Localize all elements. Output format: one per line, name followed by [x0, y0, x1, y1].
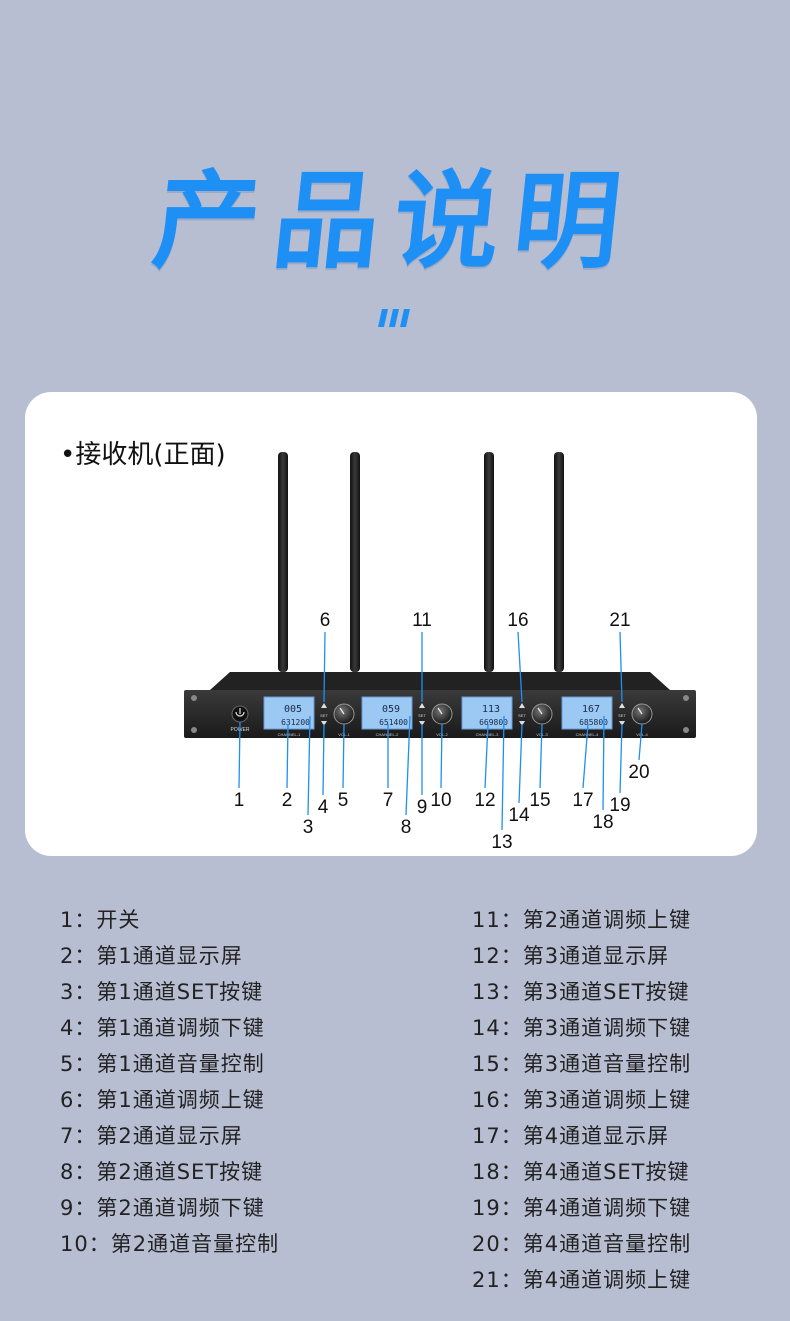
product-card [25, 392, 757, 856]
legend-item: 1：开关 [60, 908, 141, 932]
receiver-front-illustration: POWER 005631200CHANNEL-1SETVOL-105965140… [184, 452, 696, 831]
callout-number: 2 [281, 790, 293, 811]
legend-item: 19：第4通道调频下键 [472, 1196, 692, 1220]
callout-number: 11 [412, 610, 432, 631]
lcd-frequency-readout: 651400 [379, 718, 408, 727]
lcd-channel-readout: 005 [284, 704, 302, 715]
callout-number: 9 [416, 797, 428, 818]
antenna-icon [278, 452, 564, 672]
callout-number: 6 [319, 610, 331, 631]
slash-decoration-icon [378, 309, 410, 327]
legend-item: 17：第4通道显示屏 [472, 1124, 670, 1148]
set-button-label[interactable]: SET [518, 713, 526, 718]
volume-label: VOL-4 [636, 732, 648, 737]
set-button-label[interactable]: SET [320, 713, 328, 718]
callout-number: 19 [609, 795, 631, 816]
callout-number: 4 [317, 797, 329, 818]
legend-item: 14：第3通道调频下键 [472, 1016, 692, 1040]
page-title: 产品说明 [147, 160, 641, 283]
legend-item: 11：第2通道调频上键 [472, 908, 692, 932]
callout-number: 17 [572, 790, 594, 811]
callout-number: 14 [508, 805, 530, 826]
legend-item: 18：第4通道SET按键 [472, 1160, 690, 1184]
channel-label: CHANNEL-1 [278, 732, 301, 737]
tune-down-icon[interactable] [619, 721, 625, 726]
callout-number: 13 [491, 832, 513, 853]
callout-number: 20 [628, 762, 650, 783]
legend-left: 1：开关 2：第1通道显示屏 3：第1通道SET按键 4：第1通道调频下键 5：第1通道… [60, 902, 279, 1262]
volume-label: VOL-3 [536, 732, 548, 737]
callout-number: 10 [430, 790, 452, 811]
callout-number: 5 [337, 790, 349, 811]
legend-item: 2：第1通道显示屏 [60, 944, 243, 968]
tune-down-icon[interactable] [321, 721, 327, 726]
tune-up-icon[interactable] [519, 703, 525, 708]
callout-number: 15 [529, 790, 551, 811]
legend-item: 3：第1通道SET按键 [60, 980, 264, 1004]
tune-up-icon[interactable] [419, 703, 425, 708]
callout-number: 3 [302, 817, 314, 838]
tune-down-icon[interactable] [519, 721, 525, 726]
lcd-frequency-readout: 685800 [579, 718, 608, 727]
callout-number: 12 [474, 790, 496, 811]
callout-number: 8 [400, 817, 412, 838]
legend-item: 16：第3通道调频上键 [472, 1088, 692, 1112]
card-subtitle: •接收机(正面) [60, 440, 226, 470]
legend-item: 13：第3通道SET按键 [472, 980, 690, 1004]
callout-number: 21 [609, 610, 631, 631]
set-button-label[interactable]: SET [418, 713, 426, 718]
legend-item: 20：第4通道音量控制 [472, 1232, 692, 1256]
legend-item: 10：第2通道音量控制 [60, 1232, 280, 1256]
legend-item: 21：第4通道调频上键 [472, 1268, 692, 1292]
lcd-channel-readout: 167 [582, 704, 600, 715]
legend-item: 4：第1通道调频下键 [60, 1016, 265, 1040]
tune-down-icon[interactable] [419, 721, 425, 726]
legend-item: 6：第1通道调频上键 [60, 1088, 265, 1112]
legend-item: 5：第1通道音量控制 [60, 1052, 265, 1076]
legend-right: 11：第2通道调频上键 12：第3通道显示屏 13：第3通道SET按键 14：第3通道… [472, 902, 691, 1298]
lcd-channel-readout: 113 [482, 704, 500, 715]
legend-item: 12：第3通道显示屏 [472, 944, 670, 968]
lcd-frequency-readout: 631200 [281, 718, 310, 727]
tune-up-icon[interactable] [619, 703, 625, 708]
set-button-label[interactable]: SET [618, 713, 626, 718]
callout-number: 1 [233, 790, 245, 811]
lcd-frequency-readout: 669800 [479, 718, 508, 727]
callout-number: 16 [507, 610, 529, 631]
tune-up-icon[interactable] [321, 703, 327, 708]
callout-number: 18 [592, 812, 614, 833]
legend-item: 9：第2通道调频下键 [60, 1196, 265, 1220]
legend-item: 8：第2通道SET按键 [60, 1160, 264, 1184]
lcd-channel-readout: 059 [382, 704, 400, 715]
legend-item: 7：第2通道显示屏 [60, 1124, 243, 1148]
callout-number: 7 [382, 790, 394, 811]
legend-item: 15：第3通道音量控制 [472, 1052, 692, 1076]
